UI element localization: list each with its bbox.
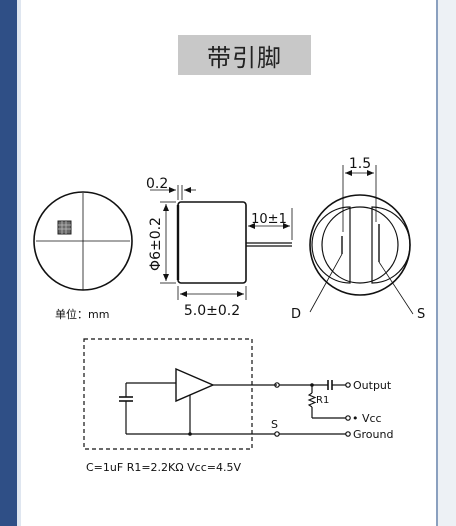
terminal-output-label: Output: [353, 379, 392, 392]
leader-d: [309, 253, 343, 313]
side-view: 0.2 Φ6±0.2 5.0±0.2 10±1: [146, 176, 293, 319]
left-border: [0, 0, 17, 526]
mesh-square: [57, 220, 72, 235]
component-values-note: C=1uF R1=2.2KΩ Vcc=4.5V: [86, 461, 241, 474]
terminal-vcc-label: • Vcc: [352, 412, 382, 425]
resistor-r1: [307, 392, 317, 408]
right-border-edge: [436, 0, 438, 526]
source-terminal-label: S: [271, 418, 278, 431]
side-body: [177, 201, 247, 284]
page-title: 带引脚: [207, 43, 282, 72]
dim-pin-length: 10±1: [251, 212, 287, 227]
dim-diameter: Φ6±0.2: [148, 217, 164, 271]
pin-label-s: S: [417, 307, 425, 322]
unit-label: 单位：mm: [55, 307, 109, 321]
terminal-ground-label: Ground: [353, 428, 393, 441]
circuit-schematic: Output R1 • Vcc Ground S: [83, 338, 393, 450]
right-border: [438, 0, 456, 526]
rear-pad-s: [371, 206, 411, 284]
dim-top-thickness: 0.2: [146, 176, 168, 192]
leader-s: [378, 261, 414, 315]
rear-pad-d: [311, 206, 351, 284]
resistor-label: R1: [316, 395, 329, 406]
left-border-edge: [17, 0, 21, 526]
dim-pin-spacing: 1.5: [349, 156, 371, 172]
fet-amplifier-triangle: [175, 367, 215, 403]
front-view: [33, 191, 133, 291]
rear-inner-circle: [321, 206, 399, 284]
mic-enclosure: [83, 338, 253, 450]
dim-length: 5.0±0.2: [184, 303, 240, 319]
pin-label-d: D: [291, 307, 301, 322]
rear-outer-circle: [309, 194, 411, 296]
rear-view: 1.5 D S: [291, 156, 425, 322]
title-box: 带引脚: [178, 35, 311, 75]
